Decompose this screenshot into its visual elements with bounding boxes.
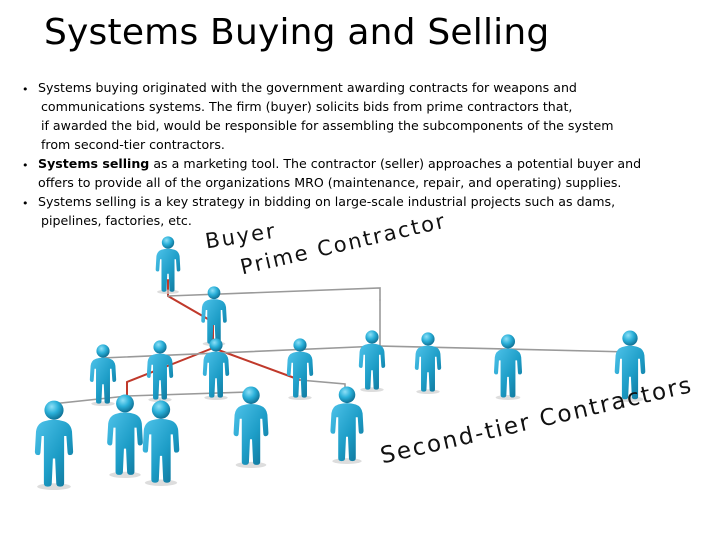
second-tier-person-icon <box>107 394 143 478</box>
bullet-2-line-2: offers to provide all of the organizatio… <box>38 175 622 190</box>
bullet-1-line-3: if awarded the bid, would be responsible… <box>41 118 614 133</box>
contractor-person-icon <box>89 344 117 406</box>
bullet-1-line-4: from second-tier contractors. <box>41 137 225 152</box>
bullet-3-line-1: Systems selling is a key strategy in bid… <box>38 194 616 209</box>
bullet-2-line-1: Systems selling as a marketing tool. The… <box>38 154 641 173</box>
contractor-person-icon <box>358 330 386 392</box>
second-tier-person-icon <box>330 386 364 464</box>
bullet-marker: • <box>22 159 29 172</box>
bullet-marker: • <box>22 197 29 210</box>
contractor-person-icon <box>493 334 523 400</box>
bullet-3-line-2: pipelines, factories, etc. <box>41 213 192 228</box>
contractor-person-icon <box>146 340 174 402</box>
second-tier-person-icon <box>34 400 74 490</box>
contractor-person-icon <box>286 338 314 400</box>
slide-title: Systems Buying and Selling <box>44 12 550 53</box>
bullet-2-text: as a marketing tool. The contractor (sel… <box>149 156 642 171</box>
second-tier-person-icon <box>233 386 269 468</box>
contractor-person-icon <box>414 332 442 394</box>
contractor-person-icon <box>202 338 230 400</box>
bullet-marker: • <box>22 83 29 96</box>
bullet-1-line-1: Systems buying originated with the gover… <box>38 80 577 95</box>
second-tier-person-icon <box>142 400 180 486</box>
bullet-2-bold-lead: Systems selling <box>38 156 150 171</box>
bullet-1-line-2: communications systems. The firm (buyer)… <box>41 99 573 114</box>
